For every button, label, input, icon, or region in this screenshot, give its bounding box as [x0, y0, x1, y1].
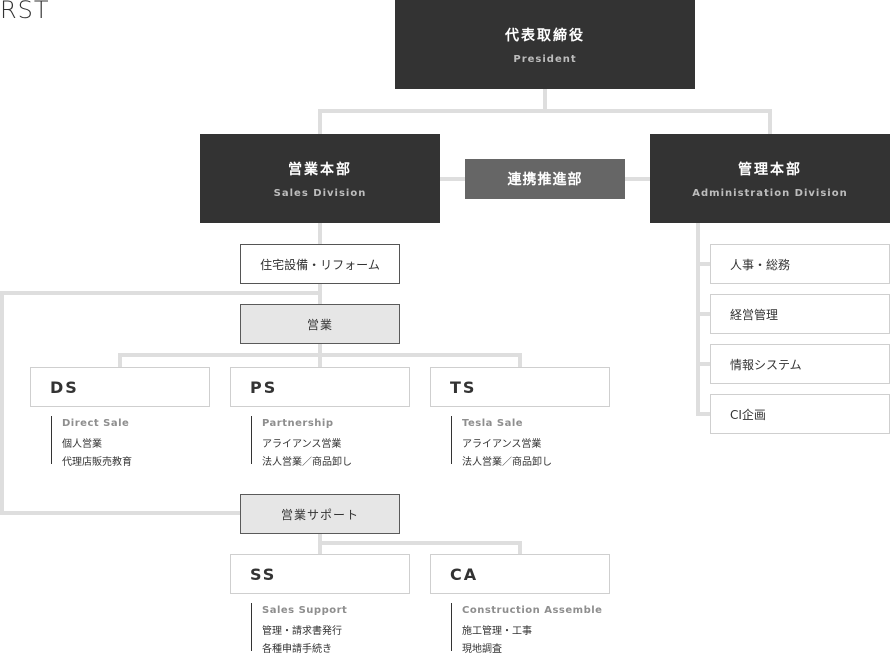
unit-ca-item: 施工管理・工事	[462, 626, 532, 637]
unit-ps-description: Partnership アライアンス営業 法人営業／商品卸し	[251, 416, 352, 468]
unit-ca-item: 現地調査	[462, 644, 502, 655]
unit-ds-description: Direct Sale 個人営業 代理店販売教育	[51, 416, 132, 468]
president-box: 代表取締役 President	[395, 0, 695, 89]
admin-unit-management: 経営管理	[710, 294, 890, 334]
unit-ca-english: Construction Assemble	[462, 605, 603, 616]
unit-ds-english: Direct Sale	[62, 418, 130, 429]
unit-ps-item: アライアンス営業	[262, 439, 342, 450]
sales-division-title: 営業本部	[288, 161, 352, 178]
unit-ss-item: 各種申請手続き	[262, 644, 332, 655]
sales-division-box: 営業本部 Sales Division	[200, 134, 440, 223]
unit-ss-box: SS	[230, 554, 410, 594]
unit-ss-item: 管理・請求書発行	[262, 626, 342, 637]
unit-ps-box: PS	[230, 367, 410, 407]
unit-ps-english: Partnership	[262, 418, 334, 429]
unit-ts-english: Tesla Sale	[462, 418, 524, 429]
president-title: 代表取締役	[505, 27, 585, 44]
unit-ts-description: Tesla Sale アライアンス営業 法人営業／商品卸し	[451, 416, 552, 468]
unit-ds-item: 個人営業	[62, 439, 102, 450]
housing-reform-box: 住宅設備・リフォーム	[240, 244, 400, 284]
president-subtitle: President	[513, 53, 577, 65]
admin-unit-it-systems: 情報システム	[710, 344, 890, 384]
unit-ds-box: DS	[30, 367, 210, 407]
liaison-dept-box: 連携推進部	[465, 159, 625, 199]
unit-ts-item: 法人営業／商品卸し	[462, 457, 552, 468]
admin-division-box: 管理本部 Administration Division	[650, 134, 890, 223]
unit-ds-item: 代理店販売教育	[62, 457, 132, 468]
admin-unit-hr: 人事・総務	[710, 244, 890, 284]
admin-unit-ci-planning: CI企画	[710, 394, 890, 434]
sales-box: 営業	[240, 304, 400, 344]
unit-ts-item: アライアンス営業	[462, 439, 542, 450]
sales-division-subtitle: Sales Division	[273, 187, 367, 199]
unit-ss-english: Sales Support	[262, 605, 348, 616]
unit-ca-description: Construction Assemble 施工管理・工事 現地調査	[451, 603, 603, 655]
unit-ts-box: TS	[430, 367, 610, 407]
unit-ss-description: Sales Support 管理・請求書発行 各種申請手続き	[251, 603, 348, 655]
company-logo: RST	[0, 0, 50, 24]
admin-division-title: 管理本部	[738, 161, 802, 178]
unit-ca-box: CA	[430, 554, 610, 594]
sales-support-box: 営業サポート	[240, 494, 400, 534]
admin-division-subtitle: Administration Division	[692, 187, 848, 199]
unit-ps-item: 法人営業／商品卸し	[262, 457, 352, 468]
